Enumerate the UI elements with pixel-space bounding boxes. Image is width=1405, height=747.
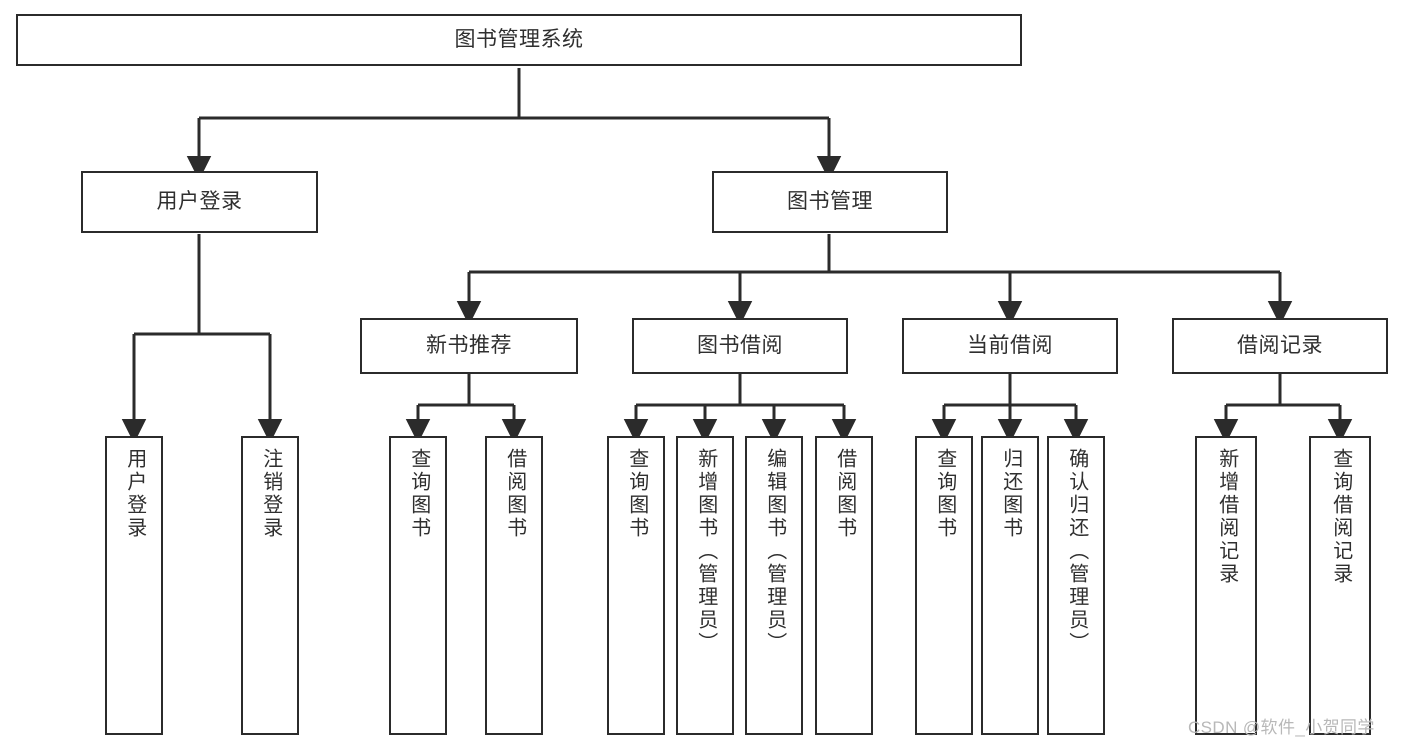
node-leaf-logout[interactable]: 注销登录	[241, 436, 299, 735]
node-leaf-borrow-book-label: 借阅图书	[833, 448, 856, 540]
node-new-book-recommend[interactable]: 新书推荐	[360, 318, 578, 374]
node-leaf-user-login-label: 用户登录	[123, 448, 146, 540]
node-leaf-borrow-book-recommend-label: 借阅图书	[503, 448, 526, 540]
node-leaf-query-book-borrow-label: 查询图书	[625, 448, 648, 540]
node-root-book-management-system[interactable]: 图书管理系统	[16, 14, 1022, 66]
node-root-label: 图书管理系统	[454, 27, 584, 51]
node-leaf-borrow-book-recommend[interactable]: 借阅图书	[485, 436, 543, 735]
node-new-book-recommend-label: 新书推荐	[426, 333, 512, 357]
node-leaf-query-book-recommend-label: 查询图书	[407, 448, 430, 540]
node-leaf-edit-book-admin-label: 编辑图书（管理员）	[763, 448, 786, 655]
node-borrow-record[interactable]: 借阅记录	[1172, 318, 1388, 374]
node-user-login[interactable]: 用户登录	[81, 171, 318, 233]
node-current-borrow-label: 当前借阅	[967, 333, 1053, 357]
node-book-borrow-label: 图书借阅	[697, 333, 783, 357]
node-leaf-query-book-borrow[interactable]: 查询图书	[607, 436, 665, 735]
node-leaf-query-book-current-label: 查询图书	[933, 448, 956, 540]
node-leaf-query-borrow-record[interactable]: 查询借阅记录	[1309, 436, 1371, 735]
node-leaf-edit-book-admin[interactable]: 编辑图书（管理员）	[745, 436, 803, 735]
node-leaf-query-book-current[interactable]: 查询图书	[915, 436, 973, 735]
node-book-management[interactable]: 图书管理	[712, 171, 948, 233]
node-leaf-confirm-return-admin[interactable]: 确认归还（管理员）	[1047, 436, 1105, 735]
node-leaf-user-login[interactable]: 用户登录	[105, 436, 163, 735]
node-leaf-query-borrow-record-label: 查询借阅记录	[1329, 448, 1352, 586]
node-user-login-label: 用户登录	[156, 189, 243, 213]
node-leaf-return-book[interactable]: 归还图书	[981, 436, 1039, 735]
node-current-borrow[interactable]: 当前借阅	[902, 318, 1118, 374]
node-leaf-logout-label: 注销登录	[259, 448, 282, 540]
node-leaf-confirm-return-admin-label: 确认归还（管理员）	[1065, 448, 1088, 655]
node-leaf-borrow-book[interactable]: 借阅图书	[815, 436, 873, 735]
node-leaf-add-borrow-record-label: 新增借阅记录	[1215, 448, 1238, 586]
node-leaf-query-book-recommend[interactable]: 查询图书	[389, 436, 447, 735]
node-leaf-return-book-label: 归还图书	[999, 448, 1022, 540]
node-book-management-label: 图书管理	[787, 189, 873, 213]
node-leaf-add-book-admin-label: 新增图书（管理员）	[694, 448, 717, 655]
node-book-borrow[interactable]: 图书借阅	[632, 318, 848, 374]
node-leaf-add-borrow-record[interactable]: 新增借阅记录	[1195, 436, 1257, 735]
node-leaf-add-book-admin[interactable]: 新增图书（管理员）	[676, 436, 734, 735]
node-borrow-record-label: 借阅记录	[1237, 333, 1323, 357]
csdn-watermark: CSDN @软件_小贺同学	[1188, 718, 1375, 737]
